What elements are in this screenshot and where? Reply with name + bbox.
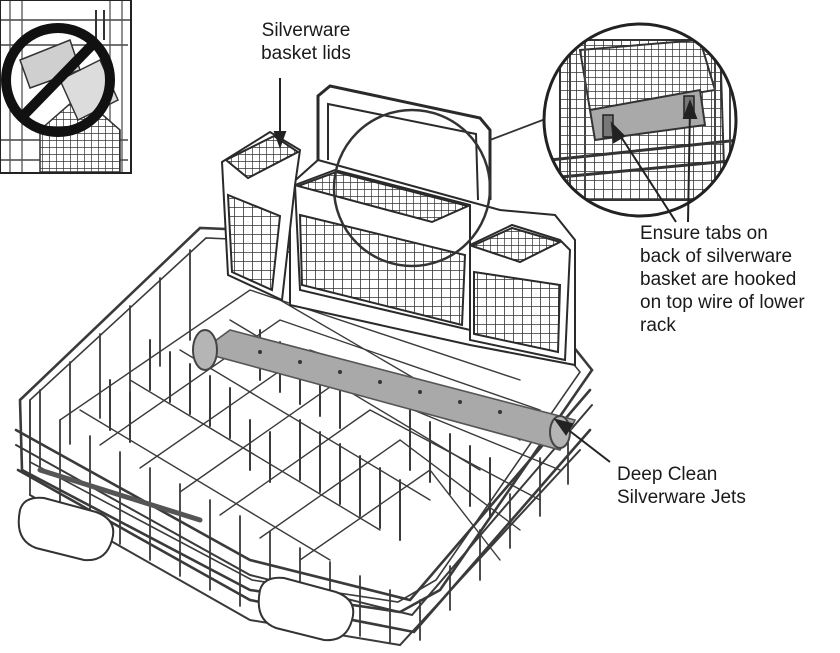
tab-detail-zoom (542, 22, 738, 218)
basket-tabs-instruction-label: Ensure tabs on back of silverware basket… (640, 223, 805, 336)
rack-wheels (17, 496, 355, 642)
deep-clean-jets-label: Deep Clean Silverware Jets (617, 464, 746, 508)
magnifier-connector (489, 117, 549, 141)
silverware-basket-lids-label: Silverware basket lids (261, 20, 351, 64)
magnifier-circle (332, 108, 492, 268)
silverware-basket (220, 84, 576, 367)
leader-lines (273, 78, 698, 463)
no-symbol-icon (1, 23, 115, 137)
